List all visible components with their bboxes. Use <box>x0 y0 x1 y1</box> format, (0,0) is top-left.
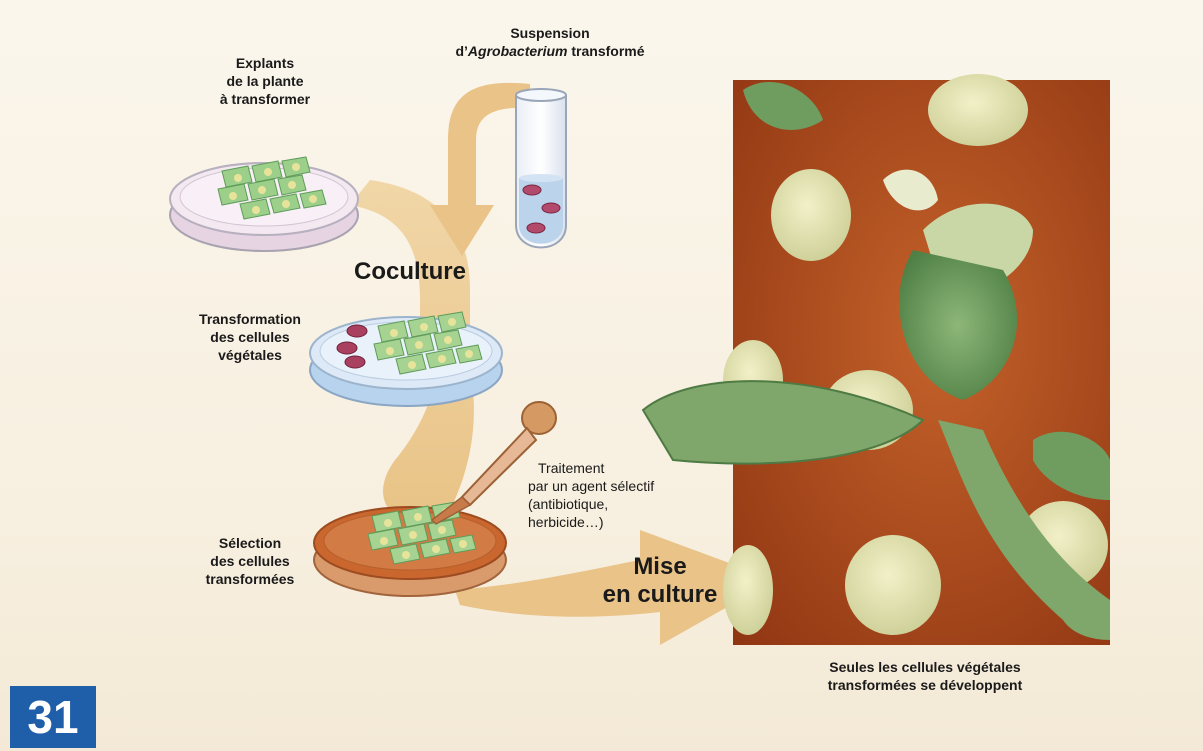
traitement-line-3: (antibiotique, <box>528 495 708 513</box>
caption-line-2: transformées se développent <box>760 676 1090 694</box>
transformation-line-1: Transformation <box>175 310 325 328</box>
mise-line-1: Mise <box>585 553 735 581</box>
suspension-line-1: Suspension <box>400 24 700 42</box>
caption-line-1: Seules les cellules végétales <box>760 658 1090 676</box>
coculture-label: Coculture <box>340 258 480 286</box>
explants-label: Explants de la plante à transformer <box>200 54 330 108</box>
suspension-suffix: transformé <box>568 43 645 59</box>
petri-dish-explants <box>170 157 358 251</box>
explants-line-1: Explants <box>200 54 330 72</box>
suspension-label: Suspension d’Agrobacterium transformé <box>400 24 700 60</box>
petri-dish-selection <box>314 502 506 596</box>
suspension-italic: Agrobacterium <box>468 43 568 59</box>
transformation-line-3: végétales <box>175 346 325 364</box>
traitement-line-1: Traitement <box>528 459 708 477</box>
traitement-line-4: herbicide…) <box>528 513 708 531</box>
traitement-line-2: par un agent sélectif <box>528 477 708 495</box>
traitement-label: Traitement par un agent sélectif (antibi… <box>528 459 708 531</box>
test-tube <box>516 89 566 248</box>
transformation-line-2: des cellules <box>175 328 325 346</box>
selection-line-3: transformées <box>185 570 315 588</box>
mise-line-2: en culture <box>585 581 735 609</box>
explants-line-2: de la plante <box>200 72 330 90</box>
photo-caption: Seules les cellules végétales transformé… <box>760 658 1090 694</box>
mise-en-culture-label: Mise en culture <box>585 553 735 609</box>
petri-dish-transformation <box>310 312 502 406</box>
suspension-prefix: d’ <box>455 43 467 59</box>
selection-line-2: des cellules <box>185 552 315 570</box>
selection-line-1: Sélection <box>185 534 315 552</box>
figure-number-badge: 31 <box>10 686 96 748</box>
selection-label: Sélection des cellules transformées <box>185 534 315 588</box>
explants-line-3: à transformer <box>200 90 330 108</box>
transformation-label: Transformation des cellules végétales <box>175 310 325 364</box>
suspension-line-2: d’Agrobacterium transformé <box>400 42 700 60</box>
